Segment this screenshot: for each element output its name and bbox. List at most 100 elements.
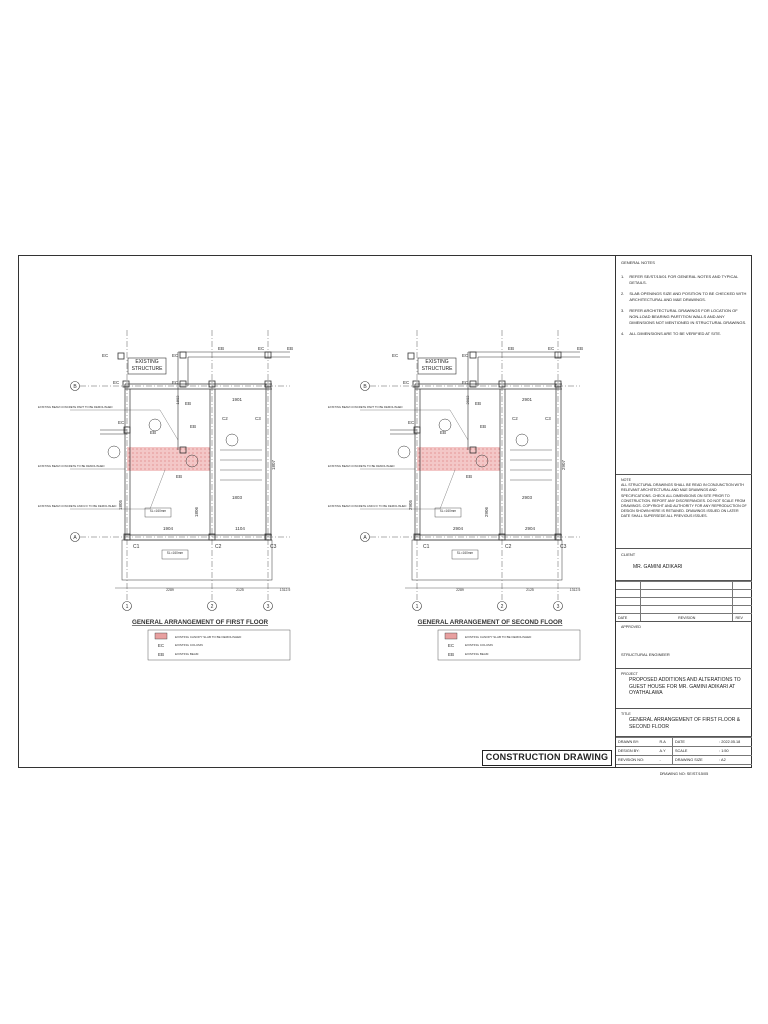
column-square (264, 533, 272, 541)
drawn-by-label: DRAWN BY: (616, 737, 658, 747)
section-marker (185, 454, 199, 468)
column-square (179, 380, 187, 388)
column-square (179, 446, 187, 454)
grid-bubble (497, 601, 507, 611)
existing-structure-box (127, 357, 167, 375)
legend-eb: EB (448, 652, 454, 657)
client-name: MR. GAMINI ADIKARI (633, 564, 683, 570)
slab-tag-box (451, 549, 479, 560)
grid-bubble (360, 381, 370, 391)
general-note-item: 1. REFER SE/ST/15/01 FOR GENERAL NOTES AN… (621, 274, 747, 286)
beam-label: 1806 (194, 506, 199, 517)
legend-box (147, 629, 291, 661)
existing-structure-box (417, 357, 457, 375)
legend-ec-text: EXISTING COLUMN (465, 643, 493, 647)
legend-ec: EC (448, 643, 455, 648)
design-by-label: DESIGN BY: (616, 746, 658, 756)
column-square (123, 533, 131, 541)
note-text: REFER ARCHITECTURAL DRAWINGS FOR LOCATIO… (629, 308, 747, 325)
beam-label-mid: 2903 (522, 495, 533, 500)
column-square (122, 380, 130, 388)
existing-structure-label-wrap: EXISTING STRUCTURE (132, 359, 163, 372)
column-square (264, 380, 272, 388)
rev-column-header: REV (732, 613, 752, 621)
beam-label: 2902 (465, 395, 470, 405)
note-number: 1. (621, 274, 625, 279)
column-square (123, 426, 131, 434)
title-section: TITLE GENERAL ARRANGEMENT OF FIRST FLOOR… (616, 709, 752, 737)
title-block: GENERAL NOTES 1.REFER SE/ST/15/01 FOR GE… (615, 255, 752, 783)
dimension-label: 1312.5 (570, 588, 581, 592)
existing-beam-lines (390, 351, 580, 450)
note-section: NOTE ALL STRUCTURAL DRAWINGS SHALL BE RE… (616, 475, 752, 549)
column-square (469, 446, 477, 454)
beam-label: 1904 (163, 526, 174, 531)
c2-label: C2 (512, 416, 518, 421)
column-square (413, 533, 421, 541)
drawing-size: : A2 (717, 755, 752, 765)
column-square (469, 351, 477, 359)
drawing-size-label: DRAWING SIZE (672, 755, 718, 765)
section-marker (225, 433, 239, 447)
ec-label: EC (172, 380, 179, 385)
grid-label: A (363, 535, 367, 541)
project-text: PROPOSED ADDITIONS AND ALTERATIONS TO GU… (629, 677, 741, 697)
column-square (117, 352, 125, 360)
column-square (554, 533, 562, 541)
structural-engineer-label: STRUCTURAL ENGINEER (621, 652, 670, 658)
design-by: A.Y (657, 746, 673, 756)
scale-value: : 1:50 (717, 746, 752, 756)
ec-label: EC (462, 353, 469, 358)
c3-label: C3 (545, 416, 551, 421)
grid-bubble (263, 601, 273, 611)
column-square (413, 426, 421, 434)
beam-label: 2906 (484, 506, 489, 517)
ec-label: EC (172, 353, 179, 358)
column-square (554, 351, 562, 359)
drawing-sheet-border (18, 255, 752, 768)
eb-label: EB (508, 346, 514, 351)
section-marker (107, 445, 121, 459)
legend-eb-text: EXISTING BEAM (175, 652, 199, 656)
grid-label: B (363, 384, 367, 390)
note-number: 2. (621, 291, 625, 296)
drawing-number: DRAWING NO: SE/ST/15/05 (616, 764, 752, 783)
legend-canopy-text: EXISTING CANOPY SLAB TO BE DEMOLISHED (465, 635, 532, 639)
eb-label: EB (190, 424, 196, 429)
beam-label: 1802 (175, 395, 180, 405)
general-notes: GENERAL NOTES 1.REFER SE/ST/15/01 FOR GE… (616, 255, 752, 475)
client-label: CLIENT (621, 552, 636, 557)
ec-label: EC (548, 346, 555, 351)
legend-eb-text: EXISTING BEAM (465, 652, 489, 656)
c3-label: C3 (270, 544, 277, 550)
c2-label: C2 (505, 544, 512, 550)
column-square (498, 380, 506, 388)
slab-tag-box (434, 507, 462, 518)
c2-label: C2 (222, 416, 228, 421)
dimension-label: 1312.5 (280, 588, 291, 592)
approval-section: APPROVED STRUCTURAL ENGINEER (616, 621, 752, 669)
note-text: ALL STRUCTURAL DRAWINGS SHALL BE READ IN… (621, 483, 747, 519)
column-square (412, 380, 420, 388)
column-square (179, 351, 187, 359)
note-text: REFER SE/ST/15/01 FOR GENERAL NOTES AND … (629, 274, 739, 285)
slab-outline (121, 539, 273, 581)
section-marker (438, 418, 452, 432)
note-text: SLAB OPENINGS SIZE AND POSITION TO BE CH… (629, 291, 747, 302)
canopy-slab-hatch (127, 447, 210, 471)
beam-label: 1807 (271, 459, 276, 470)
note-number: 3. (621, 308, 625, 313)
plan-title: GENERAL ARRANGEMENT OF FIRST FLOOR (132, 619, 269, 626)
grid-bubble (70, 532, 80, 542)
legend-ec-text: EXISTING COLUMN (175, 643, 203, 647)
dimension-label: 2289 (456, 588, 464, 592)
canopy-slab-hatch (417, 447, 500, 471)
grid-label: 1 (416, 604, 419, 610)
ec-label: EC (392, 353, 399, 358)
beam-label: 2907 (561, 459, 566, 470)
